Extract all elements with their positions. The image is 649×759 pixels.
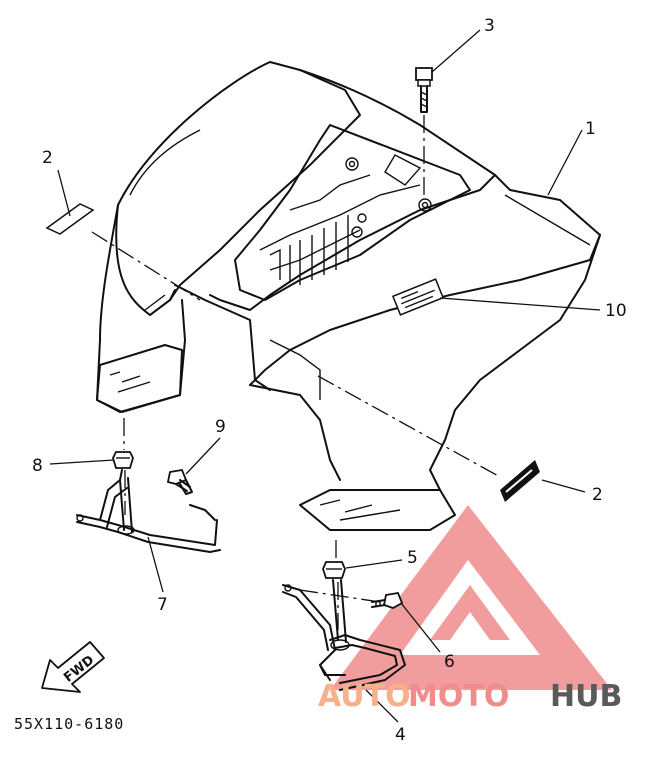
watermark-part-moto: MOTO — [408, 679, 509, 714]
callout-8: 8 — [32, 456, 43, 476]
watermark-text: AUTO MOTO HUB — [318, 679, 622, 714]
label-2-right — [500, 460, 540, 502]
watermark-logo — [330, 505, 612, 690]
watermark-part-hub: HUB — [550, 679, 622, 714]
callout-numbers: 1 2 2 3 4 5 6 7 8 9 10 — [32, 16, 627, 745]
bolt-3 — [415, 67, 433, 113]
watermark-part-auto: AUTO — [318, 679, 411, 714]
nut-8 — [112, 451, 134, 469]
fwd-direction-arrow: FWD — [41, 641, 105, 693]
callout-3: 3 — [484, 16, 495, 36]
callout-1: 1 — [585, 119, 596, 139]
bracket-4 — [282, 579, 406, 691]
watermark-triangle — [330, 505, 612, 690]
diagram-code: 55X110-6180 — [14, 715, 124, 733]
bolt-9 — [166, 468, 193, 495]
callout-4: 4 — [395, 725, 406, 745]
bolt-6 — [371, 591, 404, 609]
callout-6: 6 — [444, 652, 455, 672]
leader-lines — [49, 29, 601, 723]
callout-9: 9 — [215, 417, 226, 437]
callout-2-right: 2 — [592, 485, 603, 505]
watermark-inner-mark — [430, 585, 510, 640]
bracket-7 — [76, 469, 221, 553]
label-2-left — [45, 203, 95, 235]
callout-10: 10 — [605, 301, 627, 321]
callout-7: 7 — [157, 595, 168, 615]
rear-fender — [96, 61, 601, 531]
nut-5 — [322, 561, 346, 579]
caution-label-10 — [391, 278, 445, 316]
callout-5: 5 — [407, 548, 418, 568]
callout-2-left: 2 — [42, 148, 53, 168]
